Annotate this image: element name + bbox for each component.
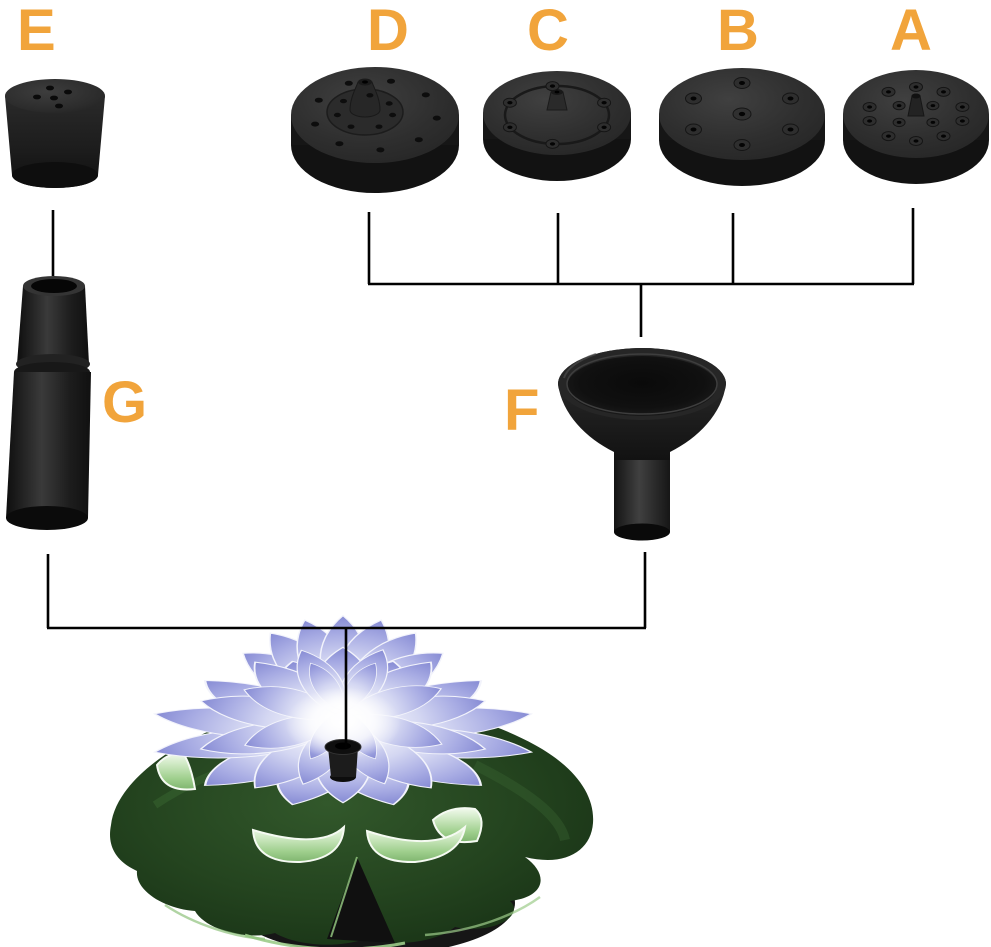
funnel-nozzle-f bbox=[558, 348, 726, 541]
label-d: D bbox=[367, 0, 409, 63]
connector-heads-to-funnel bbox=[367, 208, 915, 337]
riser-tube-g bbox=[6, 276, 91, 530]
label-e: E bbox=[17, 0, 56, 63]
sepals bbox=[155, 751, 483, 864]
label-b: B bbox=[717, 0, 759, 63]
spray-holes-d bbox=[311, 78, 441, 153]
nozzle-head-a bbox=[843, 70, 989, 184]
label-g: G bbox=[102, 370, 148, 435]
nozzle-head-b bbox=[659, 68, 825, 186]
tube-opening bbox=[31, 279, 77, 293]
spray-holes-c bbox=[502, 81, 612, 149]
spray-holes-a bbox=[862, 82, 970, 146]
nozzle-head-c bbox=[483, 71, 631, 181]
pad-notch bbox=[327, 857, 395, 943]
label-c: C bbox=[527, 0, 569, 63]
label-a: A bbox=[890, 0, 932, 63]
lotus-flower-float bbox=[110, 614, 594, 947]
label-f: F bbox=[504, 378, 540, 443]
spray-holes-e bbox=[33, 85, 72, 109]
spray-holes-b bbox=[685, 77, 799, 151]
funnel-opening bbox=[567, 356, 717, 416]
spray-cap-e bbox=[5, 79, 105, 188]
nozzle-head-d bbox=[291, 67, 459, 193]
